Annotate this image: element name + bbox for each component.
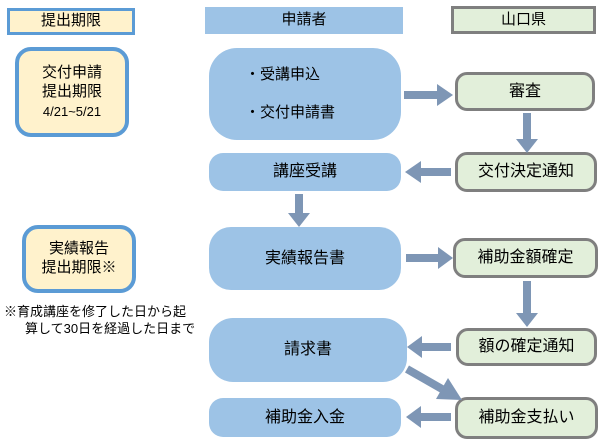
result-report-deadline-line2: 提出期限※ [41, 259, 117, 276]
deadline-footnote-line2: 算して30日を経過した日まで [25, 321, 196, 336]
step-review-box: 審査 [455, 72, 595, 111]
step-amount-confirmation-notice-box: 額の確定通知 [456, 328, 597, 366]
prefecture-column-header-label: 山口県 [500, 10, 546, 28]
step-application-box: ・受講申込 ・交付申請書 [209, 48, 401, 140]
step-application-bullet1: ・受講申込 [245, 65, 321, 83]
arrow-left-icon [405, 161, 451, 183]
step-result-report-box: 実績報告書 [209, 227, 401, 290]
step-subsidy-received-label: 補助金入金 [264, 408, 345, 426]
grant-application-deadline-line1: 交付申請 [41, 64, 102, 82]
arrow-down-icon [516, 281, 538, 327]
grant-application-deadline-box: 交付申請 提出期限 4/21~5/21 [15, 47, 129, 137]
result-report-deadline-line1: 実績報告 [48, 240, 109, 258]
step-grant-decision-notice-box: 交付決定通知 [455, 152, 597, 192]
deadline-footnote-line1: ※育成講座を修了した日から起 [4, 304, 187, 319]
step-invoice-box: 請求書 [209, 318, 407, 382]
arrow-left-icon [407, 336, 451, 358]
step-application-bullet2: ・交付申請書 [245, 103, 336, 121]
step-subsidy-amount-fixed-label: 補助金額確定 [477, 249, 574, 266]
step-subsidy-amount-fixed-box: 補助金額確定 [453, 238, 598, 278]
arrow-diagonal-down-right-icon [405, 365, 462, 400]
step-subsidy-payment-box: 補助金支払い [455, 397, 598, 439]
deadline-column-header: 提出期限 [7, 8, 135, 35]
step-course-attendance-label: 講座受講 [272, 163, 337, 180]
applicant-column-header-label: 申請者 [281, 11, 327, 29]
step-course-attendance-box: 講座受講 [209, 153, 401, 191]
step-grant-decision-notice-label: 交付決定通知 [477, 163, 574, 180]
step-invoice-label: 請求書 [283, 341, 332, 358]
deadline-column-header-label: 提出期限 [40, 12, 101, 30]
grant-application-deadline-date: 4/21~5/21 [42, 103, 102, 119]
grant-application-deadline-line2: 提出期限 [41, 82, 102, 100]
arrow-right-icon [404, 84, 453, 106]
step-subsidy-payment-label: 補助金支払い [478, 409, 575, 426]
arrow-left-icon [406, 406, 451, 428]
result-report-deadline-box: 実績報告 提出期限※ [22, 225, 136, 293]
arrow-right-icon [406, 247, 453, 269]
step-result-report-label: 実績報告書 [264, 249, 345, 267]
step-subsidy-received-box: 補助金入金 [209, 398, 401, 437]
applicant-column-header: 申請者 [205, 7, 403, 34]
step-review-label: 審査 [508, 82, 541, 100]
arrow-down-icon [288, 194, 310, 227]
arrow-down-icon [516, 113, 538, 153]
step-amount-confirmation-notice-label: 額の確定通知 [478, 338, 575, 355]
prefecture-column-header: 山口県 [451, 6, 596, 34]
deadline-footnote: ※育成講座を修了した日から起 算して30日を経過した日まで [4, 303, 206, 337]
